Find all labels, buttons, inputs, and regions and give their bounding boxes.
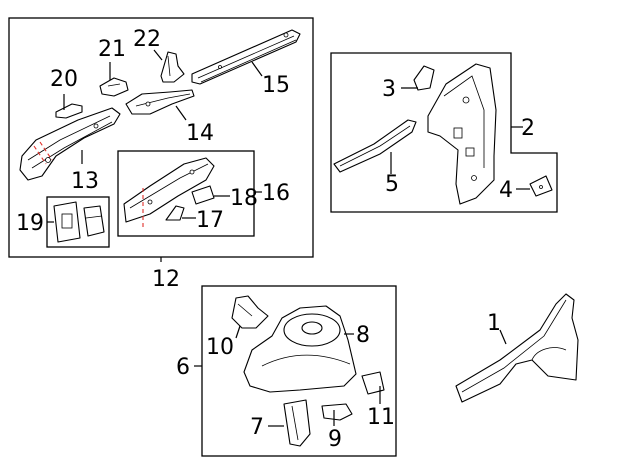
leader-lines: [47, 49, 530, 427]
callout-12: 12: [152, 267, 180, 292]
callout-19: 19: [16, 211, 44, 236]
part-16-rail-assembly[interactable]: [123, 157, 215, 228]
group-box-2: [330, 52, 558, 213]
part-21-bracket[interactable]: [99, 77, 129, 97]
part-22-bracket[interactable]: [160, 51, 185, 83]
callout-18: 18: [230, 186, 258, 211]
callout-11: 11: [367, 405, 395, 430]
callout-20: 20: [50, 67, 78, 92]
part-14-extension[interactable]: [125, 89, 195, 115]
callout-15: 15: [262, 73, 290, 98]
group-box-6: [201, 285, 397, 457]
part-20-plate[interactable]: [55, 103, 83, 119]
part-19-brackets[interactable]: [53, 201, 105, 243]
part-8-apron[interactable]: [243, 305, 357, 393]
callout-14: 14: [186, 121, 214, 146]
callout-16: 16: [262, 181, 290, 206]
part-13-frame-rail[interactable]: [19, 107, 121, 181]
part-4-plate[interactable]: [529, 175, 553, 197]
part-11-bracket[interactable]: [361, 371, 385, 395]
callout-9: 9: [328, 427, 342, 452]
callout-5: 5: [385, 172, 399, 197]
part-10-bracket[interactable]: [231, 295, 269, 329]
callout-2: 2: [521, 116, 535, 141]
callout-4: 4: [499, 178, 513, 203]
callout-8: 8: [356, 323, 370, 348]
callout-10: 10: [206, 335, 234, 360]
part-7-pillar-piece[interactable]: [283, 399, 311, 447]
callout-22: 22: [133, 27, 161, 52]
part-18-plate[interactable]: [191, 185, 215, 205]
part-17-bracket[interactable]: [165, 205, 185, 221]
part-5-extension[interactable]: [333, 119, 417, 173]
part-1-fender[interactable]: [455, 293, 579, 403]
callout-6: 6: [176, 355, 190, 380]
part-9-plate[interactable]: [321, 403, 353, 421]
callout-17: 17: [196, 208, 224, 233]
callout-7: 7: [250, 415, 264, 440]
part-2-reinforcement[interactable]: [427, 63, 497, 205]
callout-1: 1: [487, 311, 501, 336]
callout-13: 13: [71, 169, 99, 194]
group-box-16: [117, 150, 255, 237]
callout-21: 21: [98, 37, 126, 62]
part-15-rail[interactable]: [191, 29, 301, 85]
part-3-bracket[interactable]: [413, 65, 435, 91]
callout-3: 3: [382, 77, 396, 102]
